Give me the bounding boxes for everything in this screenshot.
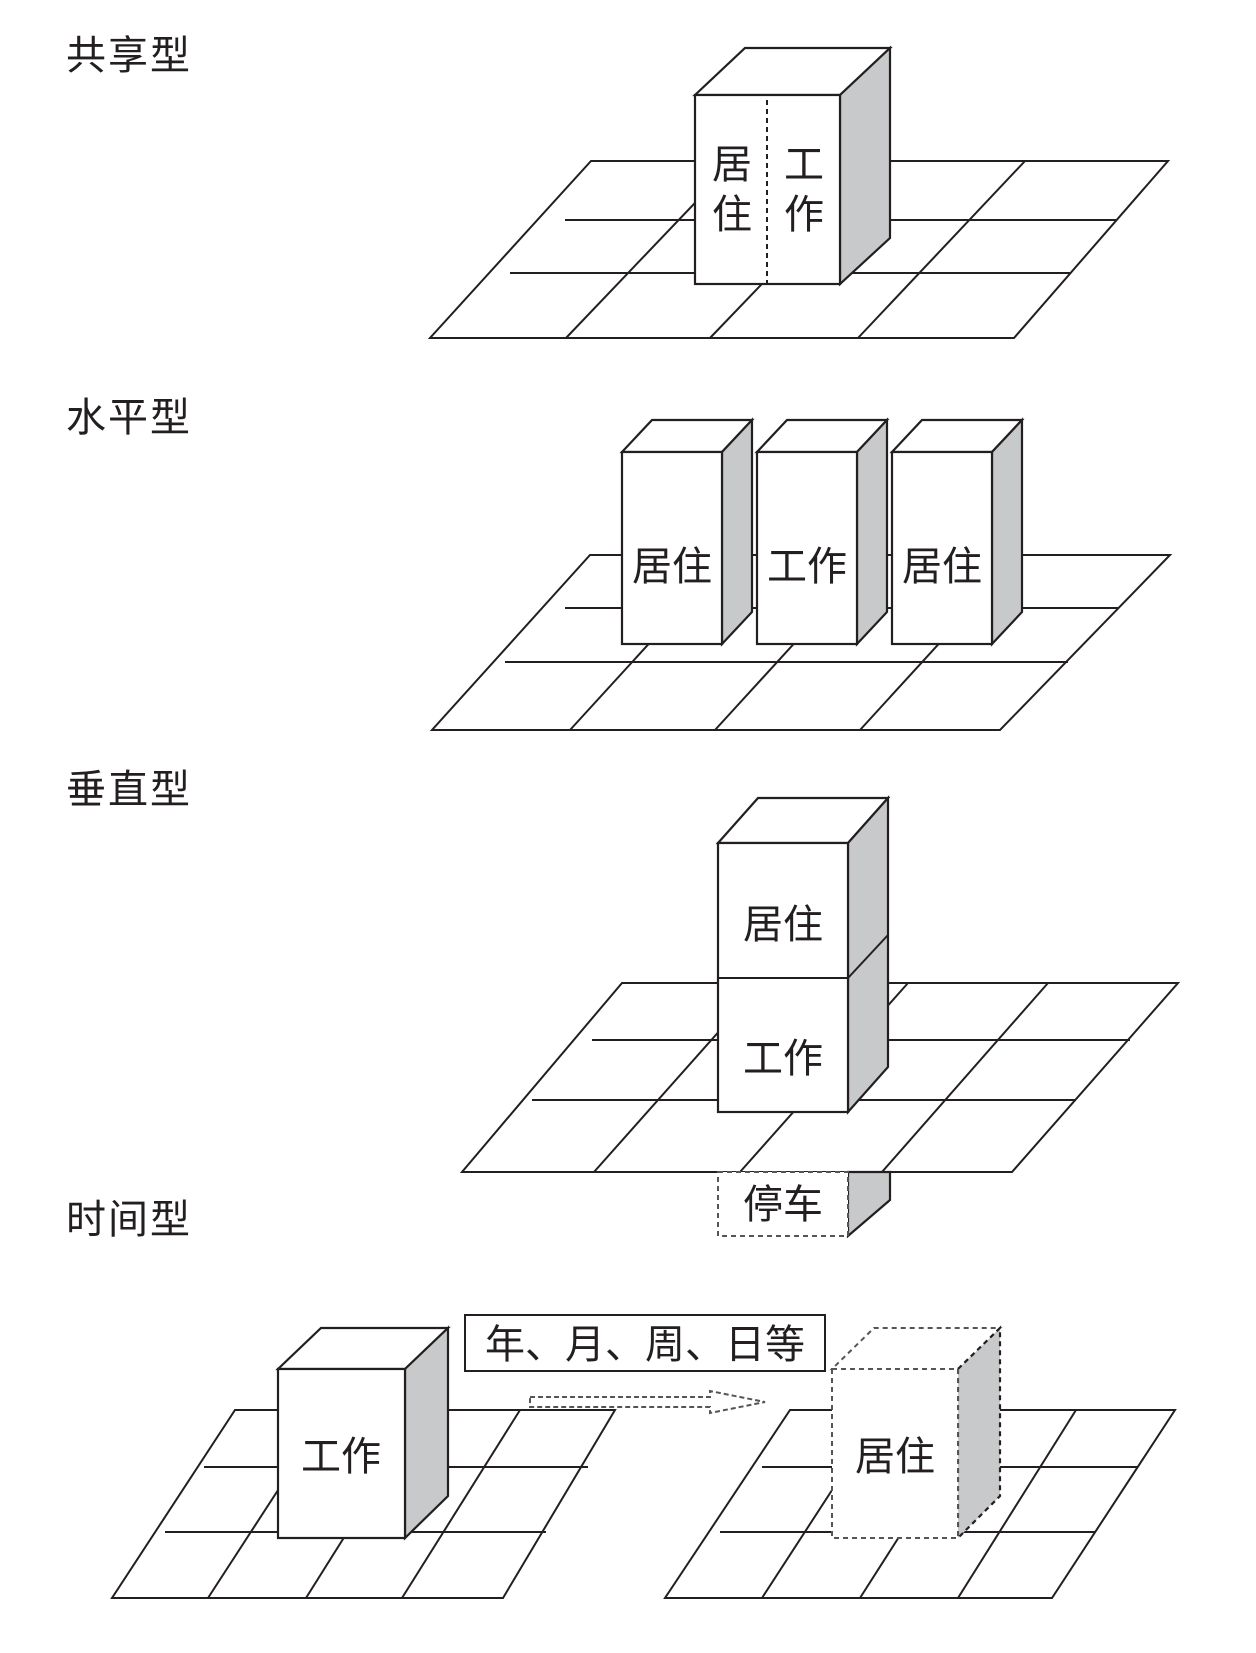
shared-label-residential-2: 住 — [712, 192, 752, 238]
vertical-building — [715, 795, 891, 1115]
vertical-parking-block — [717, 1170, 892, 1239]
vertical-label-residential: 居住 — [743, 902, 823, 948]
temporal-label-work: 工作 — [301, 1434, 381, 1480]
temporal-interval-label: 年、月、周、日等 — [485, 1322, 805, 1368]
horizontal-label-3: 居住 — [902, 544, 982, 590]
horizontal-label-2: 工作 — [767, 544, 847, 590]
temporal-label-residential: 居住 — [855, 1434, 935, 1480]
temporal-type-diagram: 工作 年、月、周、日等 居住 — [110, 1314, 1177, 1599]
temporal-interval-box: 年、月、周、日等 — [464, 1314, 826, 1372]
vertical-type-diagram: 居住 工作 停车 — [459, 795, 1181, 1239]
temporal-arrow — [529, 1389, 766, 1415]
shared-building-front — [693, 93, 842, 286]
shared-label-work-1: 工 — [784, 142, 824, 188]
horizontal-building-3 — [889, 417, 1025, 647]
horizontal-building-2 — [754, 417, 890, 647]
shared-type-diagram: 居 住 工 作 — [427, 45, 1171, 339]
section-title-shared: 共享型 — [66, 33, 192, 79]
horizontal-label-1: 居住 — [632, 544, 712, 590]
temporal-building-residential — [829, 1325, 1003, 1541]
section-title-horizontal: 水平型 — [66, 395, 192, 441]
shared-label-work-2: 作 — [784, 192, 824, 238]
section-title-vertical: 垂直型 — [66, 767, 192, 813]
horizontal-type-diagram: 居住 工作 居住 — [429, 417, 1173, 731]
shared-building — [692, 45, 893, 287]
vertical-label-work: 工作 — [743, 1036, 823, 1082]
horizontal-building-1 — [619, 417, 755, 647]
section-title-temporal: 时间型 — [66, 1197, 192, 1243]
temporal-building-work — [275, 1325, 451, 1541]
shared-label-residential-1: 居 — [712, 142, 752, 188]
vertical-label-parking: 停车 — [743, 1182, 823, 1228]
